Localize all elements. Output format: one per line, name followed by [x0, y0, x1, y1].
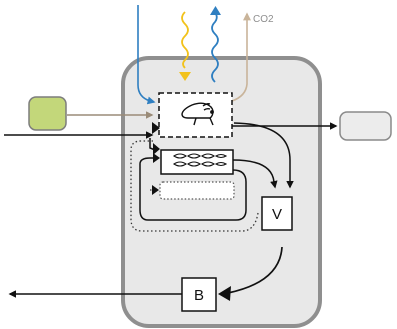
residue-loop-arrowhead — [152, 185, 159, 195]
external-output-box — [339, 111, 392, 141]
grazing-animal-icon — [181, 102, 214, 126]
box-b-label: B — [194, 287, 204, 304]
feed-loop-arrowhead — [153, 153, 160, 163]
external-input-box — [28, 96, 67, 131]
loop-to-livestock-arrowhead — [152, 122, 160, 134]
sunlight-wave — [181, 11, 189, 69]
box-v — [261, 196, 293, 231]
co2-label: CO2 — [253, 14, 274, 25]
evaporation-arrowhead — [210, 6, 221, 15]
livestock-to-v-arrow — [233, 122, 294, 189]
crop-to-v-arrow — [232, 159, 278, 189]
co2-emission-arrow — [231, 12, 251, 102]
evaporation-wave — [211, 13, 219, 83]
residue-box — [159, 181, 235, 200]
sunlight-arrowhead — [179, 72, 191, 81]
plant-leaves-icon — [173, 153, 228, 167]
manure-to-crop-arrowhead — [153, 143, 160, 155]
v-to-b-arrowhead — [218, 286, 231, 301]
feed-loop-line — [139, 157, 247, 221]
box-v-label: V — [272, 206, 282, 223]
livestock-box — [158, 92, 233, 138]
residue-loop-line — [130, 140, 259, 232]
v-to-b-arrow — [227, 246, 283, 294]
water-inflow-arrow — [137, 5, 156, 105]
